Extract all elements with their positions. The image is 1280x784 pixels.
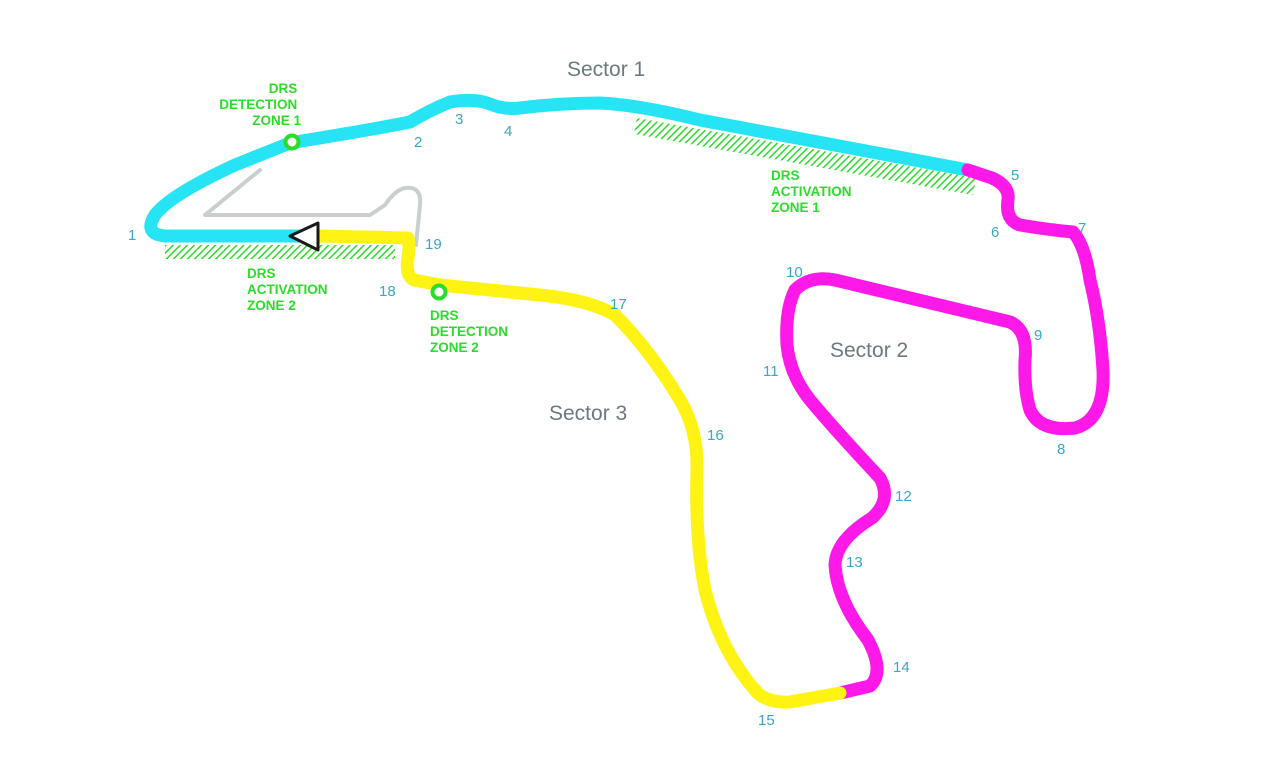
corner-label: 11 [763,363,779,380]
corner-label: 18 [379,283,396,300]
drs-activation-zone-2 [165,245,395,259]
corner-label: 19 [425,236,442,253]
corner-label: 16 [707,427,724,444]
corner-label: 14 [893,659,910,676]
sector-3-label: Sector 3 [549,402,627,425]
corner-label: 12 [895,488,912,505]
corner-label: 7 [1078,220,1086,237]
sector-2-label: Sector 2 [830,339,908,362]
corner-label: 5 [1011,167,1019,184]
corner-label: 9 [1034,327,1042,344]
sector-3-track [311,229,847,709]
sector-1-label: Sector 1 [567,58,645,81]
drs-activation-zone-1-label: DRS ACTIVATION ZONE 1 [771,168,855,215]
corner-label: 8 [1057,441,1065,458]
corner-label: 10 [786,264,803,281]
sector-1-track [144,93,975,243]
drs-detection-zone-1-label: DRS DETECTION ZONE 1 [219,81,301,128]
drs-activation-zone-1 [634,118,976,195]
corner-label: 6 [991,224,999,241]
corner-label: 13 [846,554,863,571]
sector-2-track [780,163,1110,700]
corner-label: 2 [414,134,422,151]
pit-lane [203,168,423,247]
start-direction-arrow-icon [288,221,320,252]
corner-label: 4 [504,123,512,140]
corner-label: 3 [455,111,463,128]
drs-activation-zone-2-label: DRS ACTIVATION ZONE 2 [247,266,331,313]
drs-detection-point-icon [283,133,301,151]
corner-label: 15 [758,712,775,729]
corner-label: 1 [128,227,136,244]
drs-detection-zone-2-label: DRS DETECTION ZONE 2 [430,308,512,355]
corner-label: 17 [610,296,627,313]
drs-detection-point-icon [430,283,448,301]
